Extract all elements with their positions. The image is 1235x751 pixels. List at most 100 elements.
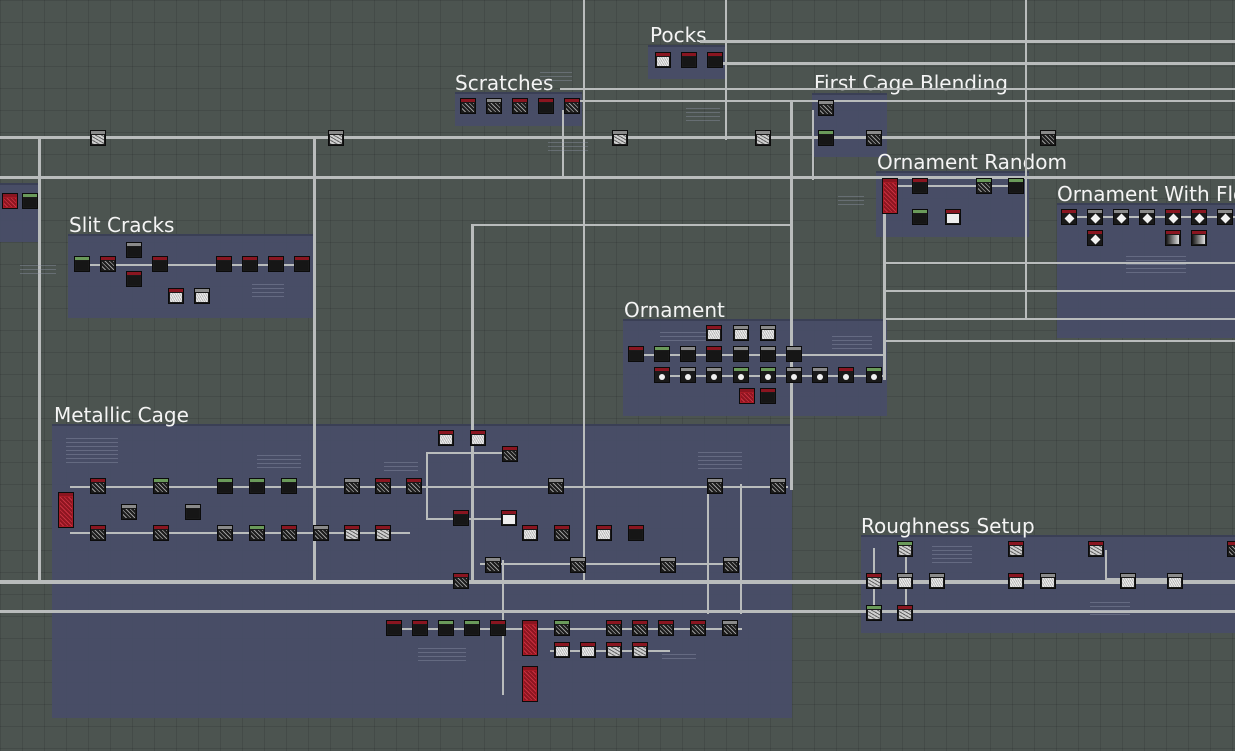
- graph-node[interactable]: [812, 367, 828, 383]
- graph-node[interactable]: [654, 367, 670, 383]
- graph-node[interactable]: [706, 346, 722, 362]
- graph-node[interactable]: [866, 573, 882, 589]
- graph-node[interactable]: [185, 504, 201, 520]
- graph-node[interactable]: [554, 642, 570, 658]
- graph-node[interactable]: [344, 478, 360, 494]
- graph-node[interactable]: [1087, 230, 1103, 246]
- graph-node[interactable]: [690, 620, 706, 636]
- graph-node[interactable]: [838, 367, 854, 383]
- comment-note[interactable]: [548, 142, 588, 154]
- graph-node[interactable]: [706, 367, 722, 383]
- frame-title-ornament[interactable]: Ornament: [624, 298, 725, 322]
- wire[interactable]: [580, 100, 1235, 102]
- graph-node[interactable]: [268, 256, 284, 272]
- graph-node[interactable]: [554, 620, 570, 636]
- graph-node[interactable]: [786, 367, 802, 383]
- graph-node[interactable]: [121, 504, 137, 520]
- graph-node[interactable]: [760, 388, 776, 404]
- graph-node[interactable]: [632, 620, 648, 636]
- wire[interactable]: [313, 136, 316, 584]
- comment-note[interactable]: [418, 648, 466, 662]
- graph-node[interactable]: [90, 130, 106, 146]
- graph-node[interactable]: [660, 557, 676, 573]
- graph-node[interactable]: [554, 525, 570, 541]
- graph-node[interactable]: [655, 52, 671, 68]
- graph-node[interactable]: [152, 256, 168, 272]
- graph-node[interactable]: [168, 288, 184, 304]
- graph-node[interactable]: [281, 525, 297, 541]
- wire[interactable]: [426, 452, 428, 518]
- graph-node[interactable]: [912, 209, 928, 225]
- comment-note[interactable]: [384, 462, 418, 472]
- graph-node[interactable]: [522, 620, 538, 656]
- graph-node[interactable]: [216, 256, 232, 272]
- comment-note[interactable]: [832, 336, 872, 352]
- graph-node[interactable]: [723, 557, 739, 573]
- wire[interactable]: [700, 40, 1235, 43]
- graph-node[interactable]: [153, 478, 169, 494]
- graph-node[interactable]: [739, 388, 755, 404]
- graph-node[interactable]: [217, 525, 233, 541]
- graph-node[interactable]: [90, 525, 106, 541]
- graph-node[interactable]: [153, 525, 169, 541]
- frame-slit-cracks[interactable]: [68, 234, 316, 318]
- comment-note[interactable]: [838, 196, 864, 206]
- comment-note[interactable]: [20, 265, 56, 277]
- graph-node[interactable]: [1008, 178, 1024, 194]
- graph-node[interactable]: [770, 478, 786, 494]
- wire[interactable]: [0, 580, 1235, 584]
- frame-title-pocks[interactable]: Pocks: [650, 23, 707, 47]
- graph-node[interactable]: [438, 620, 454, 636]
- comment-note[interactable]: [1126, 256, 1186, 276]
- graph-node[interactable]: [522, 666, 538, 702]
- graph-node[interactable]: [733, 325, 749, 341]
- wire[interactable]: [0, 610, 1235, 613]
- wire[interactable]: [1105, 550, 1107, 580]
- frame-ornament-with-flo[interactable]: [1057, 203, 1235, 338]
- graph-node[interactable]: [786, 346, 802, 362]
- graph-node[interactable]: [249, 525, 265, 541]
- comment-note[interactable]: [662, 654, 696, 662]
- graph-node[interactable]: [658, 620, 674, 636]
- graph-node[interactable]: [438, 430, 454, 446]
- wire[interactable]: [1025, 0, 1027, 320]
- graph-node[interactable]: [1167, 573, 1183, 589]
- graph-node[interactable]: [628, 346, 644, 362]
- graph-node[interactable]: [681, 52, 697, 68]
- wire[interactable]: [70, 532, 410, 534]
- graph-node[interactable]: [2, 193, 18, 209]
- comment-note[interactable]: [252, 284, 284, 298]
- graph-node[interactable]: [976, 178, 992, 194]
- wire[interactable]: [740, 484, 742, 614]
- graph-node[interactable]: [580, 642, 596, 658]
- graph-node[interactable]: [680, 346, 696, 362]
- graph-node[interactable]: [866, 130, 882, 146]
- graph-node[interactable]: [733, 367, 749, 383]
- graph-node[interactable]: [538, 98, 554, 114]
- wire[interactable]: [0, 176, 1235, 179]
- graph-node[interactable]: [375, 525, 391, 541]
- graph-node[interactable]: [281, 478, 297, 494]
- graph-node[interactable]: [1040, 573, 1056, 589]
- graph-node[interactable]: [1165, 209, 1181, 225]
- graph-node[interactable]: [1008, 541, 1024, 557]
- wire[interactable]: [884, 318, 1235, 320]
- graph-node[interactable]: [328, 130, 344, 146]
- graph-node[interactable]: [612, 130, 628, 146]
- wire[interactable]: [426, 518, 516, 520]
- graph-node[interactable]: [680, 367, 696, 383]
- graph-node[interactable]: [294, 256, 310, 272]
- graph-node[interactable]: [406, 478, 422, 494]
- wire[interactable]: [472, 224, 792, 226]
- graph-node[interactable]: [606, 642, 622, 658]
- frame-title-metallic-cage[interactable]: Metallic Cage: [54, 403, 189, 427]
- comment-note[interactable]: [698, 452, 742, 472]
- graph-node[interactable]: [1061, 209, 1077, 225]
- wire[interactable]: [888, 185, 1018, 187]
- wire[interactable]: [790, 100, 793, 490]
- graph-node[interactable]: [1165, 230, 1181, 246]
- graph-node[interactable]: [760, 367, 776, 383]
- graph-node[interactable]: [755, 130, 771, 146]
- graph-node[interactable]: [897, 605, 913, 621]
